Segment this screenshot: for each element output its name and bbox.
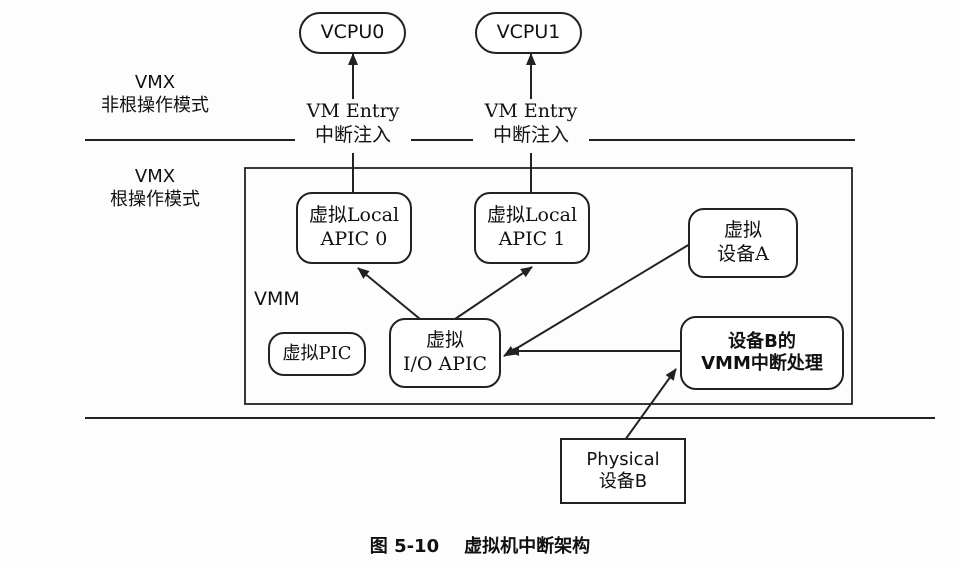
handler-line2: VMM中断处理 <box>701 353 823 374</box>
lapic1-line2: APIC 1 <box>498 228 566 250</box>
lapic0-line2: APIC 0 <box>320 228 388 250</box>
vcpu0-label: VCPU0 <box>320 21 385 44</box>
root-mode-line1: VMX <box>134 166 176 187</box>
arrow-physical-to-handler <box>624 368 677 441</box>
root-mode-label: VMX 根操作模式 <box>80 166 230 211</box>
vcpu1-node: VCPU1 <box>475 12 582 54</box>
vm-entry-1-line1: VM Entry <box>484 100 578 122</box>
pic-label: 虚拟PIC <box>282 342 352 364</box>
device-a-line2: 设备A <box>717 243 769 265</box>
nonroot-mode-label: VMX 非根操作模式 <box>80 72 230 117</box>
virtual-device-a: 虚拟 设备A <box>688 208 798 278</box>
lapic1-line1: 虚拟Local <box>486 204 578 227</box>
virtual-pic: 虚拟PIC <box>268 332 366 376</box>
vm-entry-0-line2: 中断注入 <box>314 123 391 146</box>
vcpu0-node: VCPU0 <box>299 12 406 54</box>
virtual-local-apic-0: 虚拟Local APIC 0 <box>296 192 412 264</box>
physical-b-line1: Physical <box>586 448 660 470</box>
arrow-devicea-to-ioapic <box>503 243 691 357</box>
vm-entry-1-line2: 中断注入 <box>492 123 569 146</box>
device-a-line1: 虚拟 <box>723 219 762 242</box>
vcpu1-label: VCPU1 <box>496 21 561 44</box>
ioapic-line1: 虚拟 <box>425 329 464 352</box>
arrow-ioapic-to-lapic1 <box>454 266 533 320</box>
vmm-label: VMM <box>254 288 300 310</box>
vm-entry-0-line1: VM Entry <box>306 100 400 122</box>
figure-caption: 图 5-10 虚拟机中断架构 <box>369 536 591 557</box>
device-b-vmm-handler: 设备B的 VMM中断处理 <box>680 316 844 390</box>
vm-entry-0-label: VM Entry 中断注入 <box>295 100 411 148</box>
virtual-local-apic-1: 虚拟Local APIC 1 <box>474 192 590 264</box>
lapic0-line1: 虚拟Local <box>308 204 400 227</box>
physical-device-b: Physical 设备B <box>560 438 686 504</box>
vm-entry-1-label: VM Entry 中断注入 <box>473 100 589 148</box>
nonroot-mode-line2: 非根操作模式 <box>101 94 209 116</box>
handler-line1: 设备B的 <box>728 330 796 352</box>
arrow-ioapic-to-lapic0 <box>357 267 421 320</box>
virtual-io-apic: 虚拟 I/O APIC <box>389 318 501 388</box>
vmm-region-frame <box>244 167 853 405</box>
root-mode-line2: 根操作模式 <box>110 188 200 210</box>
ioapic-line2: I/O APIC <box>402 353 488 375</box>
physical-b-line2: 设备B <box>598 471 648 492</box>
nonroot-mode-line1: VMX <box>134 72 176 93</box>
